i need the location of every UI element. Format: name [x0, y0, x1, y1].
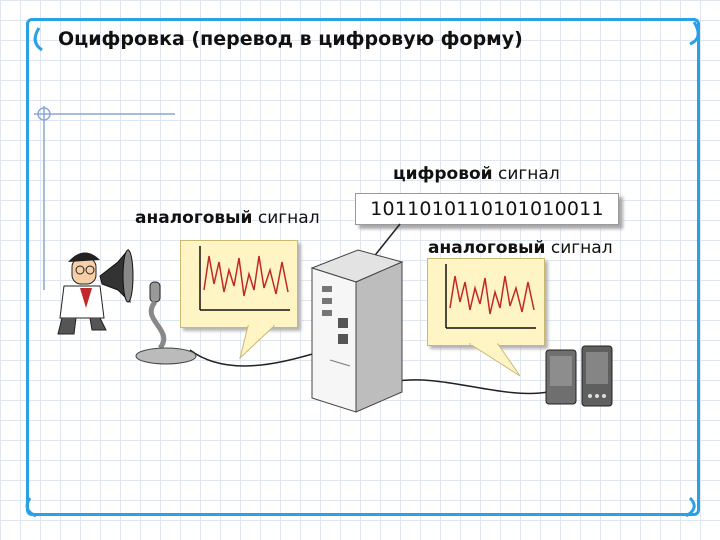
- person-speaking-icon: [57, 248, 134, 335]
- digital-bits-box: 1011010110101010011: [355, 193, 619, 225]
- callout-left-tail: [239, 325, 276, 360]
- analog-waveform-left: [199, 246, 290, 311]
- slide-frame: [26, 18, 700, 516]
- analog-signal-label-right: аналоговый сигнал: [428, 238, 613, 258]
- microphone-icon: [135, 281, 197, 365]
- digital-signal-label: цифровой сигнал: [393, 164, 560, 184]
- analog-waveform-right: [445, 264, 536, 329]
- speakers-icon: [545, 345, 613, 407]
- slide-title: Оцифровка (перевод в цифровую форму): [58, 28, 523, 50]
- analog-signal-label-left: аналоговый сигнал: [135, 208, 320, 228]
- computer-tower-icon: [310, 249, 404, 413]
- callout-right-tail: [468, 343, 521, 377]
